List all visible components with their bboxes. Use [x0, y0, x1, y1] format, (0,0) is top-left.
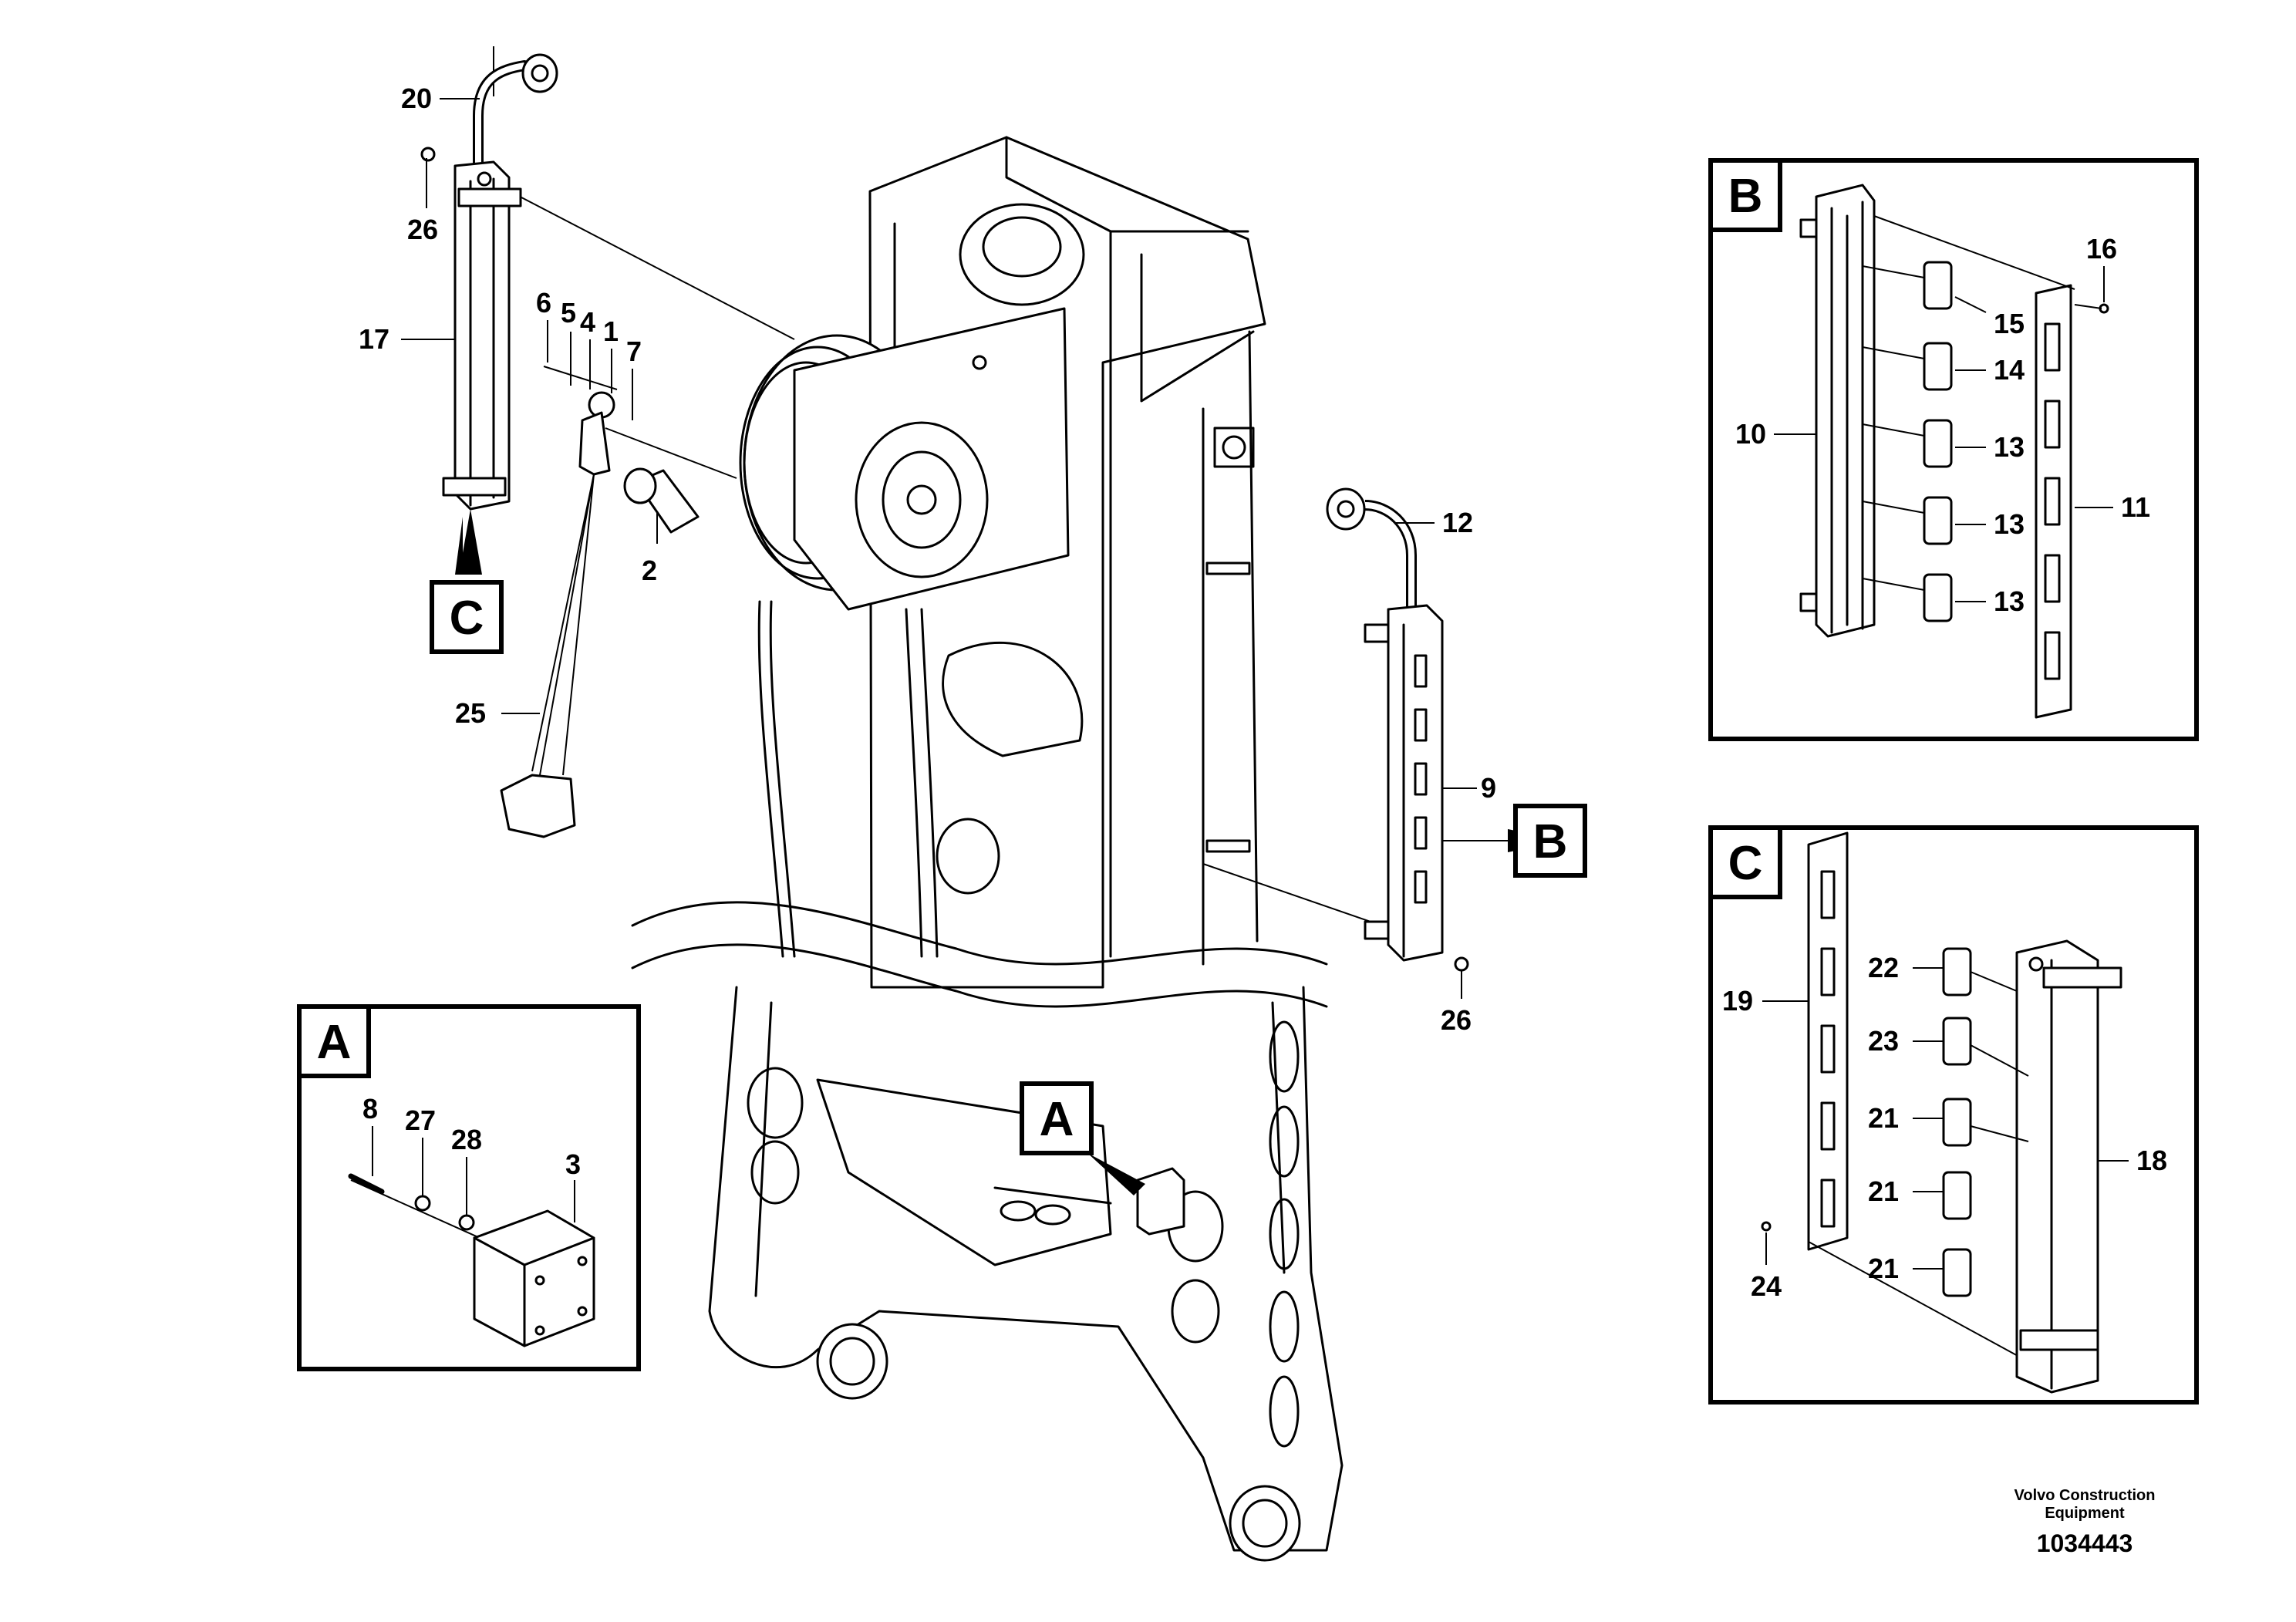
label-24: 24	[1751, 1270, 1782, 1302]
label-4: 4	[580, 306, 595, 338]
label-3: 3	[565, 1148, 581, 1180]
sensor-box	[1136, 1167, 1185, 1236]
detail-box-b: B	[1708, 158, 2199, 741]
company-name-line2: Equipment	[2045, 1505, 2125, 1522]
label-20: 20	[401, 83, 432, 114]
label-14: 14	[1994, 354, 2025, 386]
drawing-number: 1034443	[2037, 1529, 2133, 1557]
boom-drawing	[631, 136, 1344, 1562]
weight-25	[500, 774, 576, 838]
pin-assembly	[500, 366, 700, 838]
label-7: 7	[626, 336, 642, 367]
label-26-bottom: 26	[1441, 1004, 1472, 1036]
label-22: 22	[1868, 952, 1899, 983]
bar-17	[420, 147, 522, 511]
label-27: 27	[405, 1104, 436, 1136]
label-2: 2	[642, 555, 657, 586]
bar-9	[1364, 604, 1469, 972]
label-21-b: 21	[1868, 1175, 1899, 1207]
detail-box-a: A	[297, 1004, 641, 1371]
label-13-a: 13	[1994, 431, 2025, 463]
label-28: 28	[451, 1124, 482, 1155]
hose-12	[1326, 487, 1417, 609]
footer: Volvo Construction Equipment 1034443	[2014, 1487, 2156, 1557]
lower-pin-boss	[816, 1323, 888, 1400]
label-21-c: 21	[1868, 1253, 1899, 1284]
hose-20	[473, 53, 558, 171]
label-23: 23	[1868, 1025, 1899, 1057]
svg-text:A: A	[317, 1016, 352, 1069]
svg-text:C: C	[1728, 837, 1763, 890]
label-10: 10	[1735, 418, 1766, 450]
svg-text:C: C	[450, 592, 484, 645]
label-15: 15	[1994, 308, 2025, 339]
label-18: 18	[2136, 1145, 2167, 1176]
svg-text:B: B	[1533, 815, 1568, 868]
main-tag-b: B	[1442, 804, 1587, 878]
label-25: 25	[455, 697, 486, 729]
main-tag-a: A	[1020, 1081, 1145, 1195]
label-21-a: 21	[1868, 1102, 1899, 1134]
label-11: 11	[2121, 491, 2150, 523]
label-9: 9	[1481, 772, 1496, 804]
detail-box-c: C	[1708, 825, 2199, 1404]
part-labels: 20 26 17 6 5 4 1 7 2 25 12 9 26 8 27 28 …	[359, 83, 2167, 1302]
label-26-top: 26	[407, 214, 438, 245]
label-12: 12	[1442, 507, 1473, 538]
label-19: 19	[1722, 985, 1753, 1017]
label-13-c: 13	[1994, 585, 2025, 617]
label-8: 8	[362, 1093, 378, 1125]
main-tag-c: C	[430, 509, 504, 654]
label-1: 1	[603, 315, 619, 347]
label-6: 6	[536, 287, 551, 319]
label-16: 16	[2086, 233, 2117, 265]
svg-text:A: A	[1040, 1093, 1074, 1146]
svg-text:B: B	[1728, 170, 1763, 223]
label-17: 17	[359, 323, 389, 355]
label-13-b: 13	[1994, 508, 2025, 540]
box-3	[473, 1209, 595, 1347]
label-5: 5	[561, 297, 576, 329]
company-name-line1: Volvo Construction	[2014, 1487, 2156, 1504]
